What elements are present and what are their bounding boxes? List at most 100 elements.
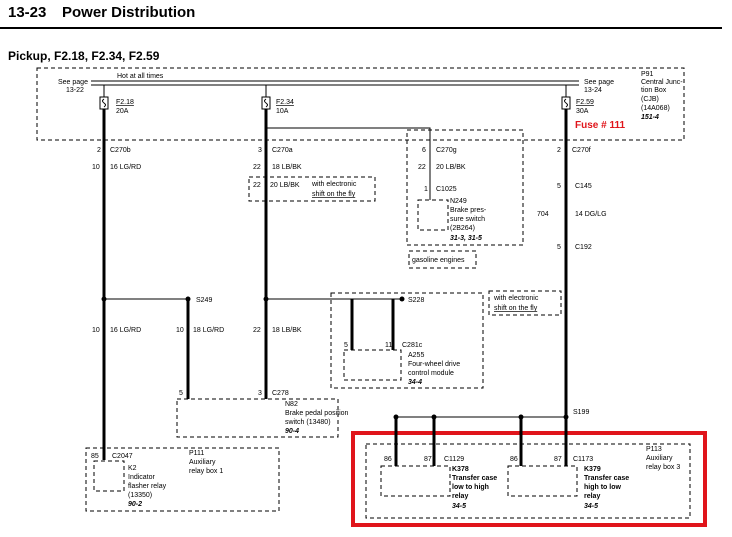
c270b-pin: 2 bbox=[97, 147, 101, 154]
c270a-name: C270a bbox=[272, 147, 293, 154]
c1129-pin-a: 86 bbox=[384, 456, 392, 463]
page-title: Power Distribution bbox=[62, 4, 196, 21]
c1173-pin-b: 87 bbox=[554, 456, 562, 463]
brake-switch-line1: N249 bbox=[450, 198, 467, 205]
brake-pedal-line2: Brake pedal position bbox=[285, 410, 349, 417]
w2b-color: 20 LB/BK bbox=[270, 182, 300, 189]
relay-box3-highlight bbox=[351, 431, 707, 527]
relay-box3-outline bbox=[365, 443, 691, 519]
k378-line3: low to high bbox=[452, 484, 489, 491]
relay-box3-line2: Auxiliary bbox=[646, 455, 673, 462]
k379-box bbox=[507, 465, 578, 497]
w6-circuit: 10 bbox=[176, 327, 184, 334]
note-gasoline: gasoline engines bbox=[412, 257, 465, 264]
c270g-pin: 6 bbox=[422, 147, 426, 154]
note-es2-line1: with electronic bbox=[493, 295, 539, 302]
brake-switch-line3: sure switch bbox=[450, 216, 485, 223]
relay-box3-line3: relay box 3 bbox=[646, 464, 680, 471]
page-header: 13-23 Power Distribution bbox=[0, 0, 732, 29]
brake-switch-line5: 31-3, 31-5 bbox=[450, 235, 482, 242]
fwd-module-line4: 34-4 bbox=[408, 379, 422, 386]
fuse-1-name: F2.18 bbox=[116, 99, 134, 106]
w2-color: 18 LB/BK bbox=[272, 164, 302, 171]
k379-line5: 34-5 bbox=[584, 503, 598, 510]
splice-dot-s249 bbox=[101, 296, 107, 302]
cjb-line-4: (CJB) bbox=[641, 96, 659, 103]
relay-box1-line1: P111 bbox=[189, 450, 204, 457]
w7-circuit: 22 bbox=[253, 327, 261, 334]
fuse-3-rating: 30A bbox=[576, 108, 589, 115]
cjb-line-2: Central Junc- bbox=[641, 79, 683, 86]
splice-dot-s199-c bbox=[431, 414, 437, 420]
fwd-module-outline bbox=[330, 292, 484, 389]
c270g-name: C270g bbox=[436, 147, 457, 154]
fuse-symbol-2 bbox=[261, 96, 271, 110]
w1-circuit: 10 bbox=[92, 164, 100, 171]
note-electronic-shift-1-box bbox=[248, 176, 376, 202]
relay-box1-line3: relay box 1 bbox=[189, 468, 223, 475]
k378-line5: 34-5 bbox=[452, 503, 466, 510]
note-es1-line1: with electronic bbox=[311, 181, 357, 188]
c270b-name: C270b bbox=[110, 147, 131, 154]
diagram-subtitle: Pickup, F2.18, F2.34, F2.59 bbox=[8, 49, 160, 63]
splice-dot-s199 bbox=[563, 414, 569, 420]
c270f-name: C270f bbox=[572, 147, 591, 154]
c281c-pin-b: 11 bbox=[385, 342, 392, 349]
k2-line5: 90-2 bbox=[128, 501, 142, 508]
fwd-module-line3: control module bbox=[408, 370, 454, 377]
k379-line2: Transfer case bbox=[584, 475, 629, 482]
c145-pin: 5 bbox=[557, 183, 561, 190]
c270f-pin: 2 bbox=[557, 147, 561, 154]
brake-pedal-outline bbox=[176, 398, 339, 438]
k378-line4: relay bbox=[452, 493, 468, 500]
k2-line4: (13350) bbox=[128, 492, 152, 499]
cjb-line-5: (14A068) bbox=[641, 105, 670, 112]
cjb-line-6: 151-4 bbox=[641, 114, 659, 121]
fwd-module-box bbox=[343, 349, 402, 381]
relay-box3-line1: P113 bbox=[646, 446, 662, 453]
see-page-right-2: 13-24 bbox=[584, 87, 602, 94]
fwd-module-line2: Four-wheel drive bbox=[408, 361, 460, 368]
c1173-name: C1173 bbox=[573, 456, 593, 463]
brake-switch-line4: (2B264) bbox=[450, 225, 475, 232]
note-electronic-shift-2-box bbox=[488, 290, 562, 316]
splice-dot-s228 bbox=[263, 296, 269, 302]
cjb-line-1: P91 bbox=[641, 71, 654, 78]
s249-label: S249 bbox=[196, 297, 212, 304]
c270a-pin: 3 bbox=[258, 147, 262, 154]
fuse-symbol-3 bbox=[561, 96, 571, 110]
hot-bus-label: Hot at all times bbox=[117, 73, 164, 80]
c1173-pin-a: 86 bbox=[510, 456, 518, 463]
k378-line2: Transfer case bbox=[452, 475, 497, 482]
c278-pin-b: 3 bbox=[258, 390, 262, 397]
w1-color: 16 LG/RD bbox=[110, 164, 141, 171]
s228-label: S228 bbox=[408, 297, 424, 304]
junction-box-outline bbox=[36, 67, 685, 141]
relay-box1-outline bbox=[85, 447, 280, 512]
splice-dot-s228-b bbox=[399, 296, 405, 302]
k2-line2: Indicator bbox=[128, 474, 156, 481]
c1129-pin-b: 87 bbox=[424, 456, 432, 463]
w2-circuit: 22 bbox=[253, 164, 261, 171]
w4-circuit: 704 bbox=[537, 211, 549, 218]
w4-color: 14 DG/LG bbox=[575, 211, 607, 218]
c1025-name: C1025 bbox=[436, 186, 457, 193]
splice-dot-s199-b bbox=[393, 414, 399, 420]
see-page-left-2: 13-22 bbox=[66, 87, 84, 94]
brake-switch-line2: Brake pres- bbox=[450, 207, 487, 214]
see-page-left-1: See page bbox=[58, 79, 88, 86]
note-es1-line2: shift on the fly bbox=[312, 191, 356, 198]
header-rule bbox=[0, 27, 722, 29]
fuse-3-name: F2.59 bbox=[576, 99, 594, 106]
k379-line3: high to low bbox=[584, 484, 621, 491]
c278-pin-a: 5 bbox=[179, 390, 183, 397]
brake-switch-group-outline bbox=[406, 129, 524, 246]
fuse-2-rating: 10A bbox=[276, 108, 289, 115]
c281c-name: C281c bbox=[402, 342, 423, 349]
c1025-pin: 1 bbox=[424, 186, 428, 193]
brake-pedal-line1: N82 bbox=[285, 401, 298, 408]
brake-pedal-line3: switch (13480) bbox=[285, 419, 331, 426]
k378-box bbox=[380, 465, 451, 497]
splice-dot-s249-b bbox=[185, 296, 191, 302]
fuse-callout: Fuse # 111 bbox=[575, 120, 625, 131]
